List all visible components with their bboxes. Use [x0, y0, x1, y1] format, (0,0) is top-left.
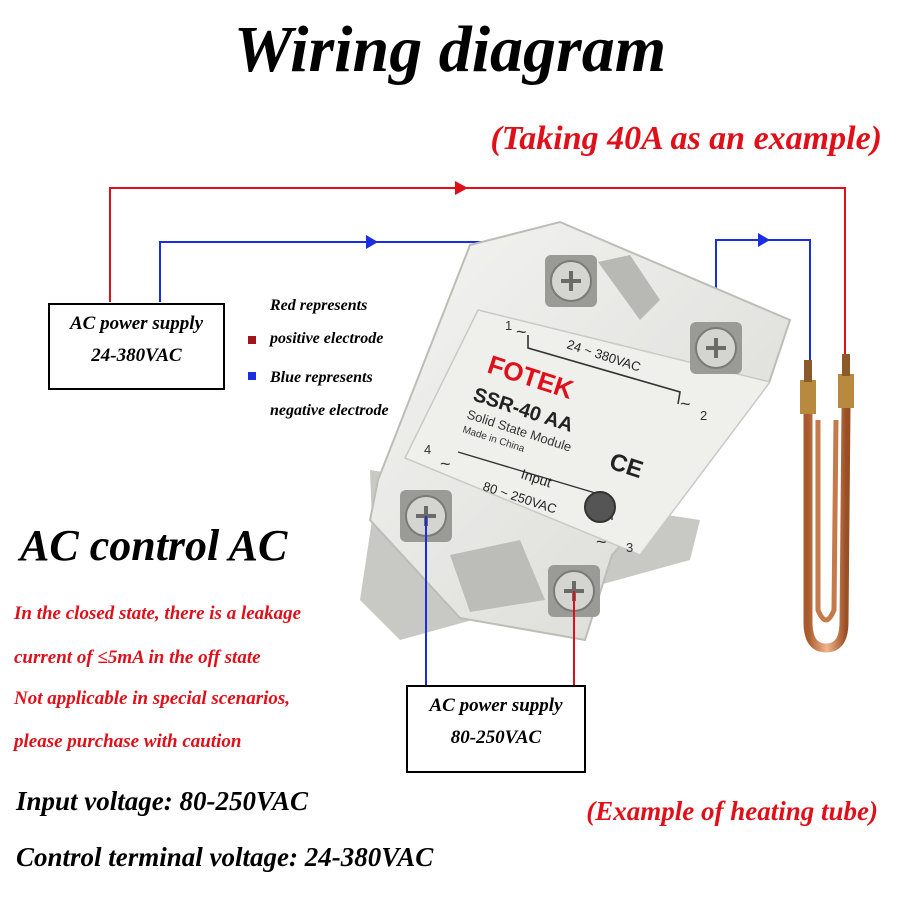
tilde-4: ~	[440, 454, 451, 474]
heating-tube-caption: (Example of heating tube)	[586, 796, 878, 826]
note-line-3: Not applicable in special scenarios,	[14, 688, 291, 709]
terminal-label-4: 4	[424, 442, 431, 457]
terminal-label-1: 1	[505, 318, 512, 333]
legend-blue-swatch	[248, 372, 256, 380]
note-line-2: current of ≤5mA in the off state	[14, 647, 261, 668]
note-line-1: In the closed state, there is a leakage	[14, 603, 302, 624]
mode-heading: AC control AC	[20, 521, 288, 570]
tilde-2: ~	[680, 394, 691, 414]
supply-top-voltage: 24-380VAC	[91, 345, 182, 366]
note-line-4: please purchase with caution	[14, 731, 242, 752]
heating-tube	[800, 354, 854, 653]
legend-blue-line2: negative electrode	[270, 402, 389, 419]
tilde-3: ~	[596, 532, 607, 552]
red-wire-top	[109, 181, 846, 368]
legend-red-line1: Red represents	[270, 297, 368, 314]
supply-bottom-label: AC power supply	[429, 695, 563, 716]
terminal-label-2: 2	[700, 408, 707, 423]
terminal-screw-1	[545, 255, 597, 307]
legend-blue-line1: Blue represents	[270, 369, 373, 386]
page-title: Wiring diagram	[233, 13, 667, 86]
spec-input-voltage: Input voltage: 80-250VAC	[16, 786, 309, 816]
supply-box-top: AC power supply 24-380VAC	[48, 303, 225, 390]
spec-control-voltage: Control terminal voltage: 24-380VAC	[16, 842, 434, 872]
supply-box-bottom: AC power supply 80-250VAC	[406, 685, 586, 773]
ssr-module	[360, 220, 792, 642]
terminal-screw-2	[690, 322, 742, 374]
tilde-1: ~	[516, 322, 527, 342]
supply-bottom-voltage: 80-250VAC	[450, 727, 542, 748]
indicator-led	[584, 491, 616, 523]
page-subtitle: (Taking 40A as an example)	[490, 120, 882, 157]
supply-top-label: AC power supply	[69, 313, 204, 334]
legend-red-swatch	[248, 336, 256, 344]
legend-red-line2: positive electrode	[270, 330, 384, 347]
terminal-label-3: 3	[626, 540, 633, 555]
